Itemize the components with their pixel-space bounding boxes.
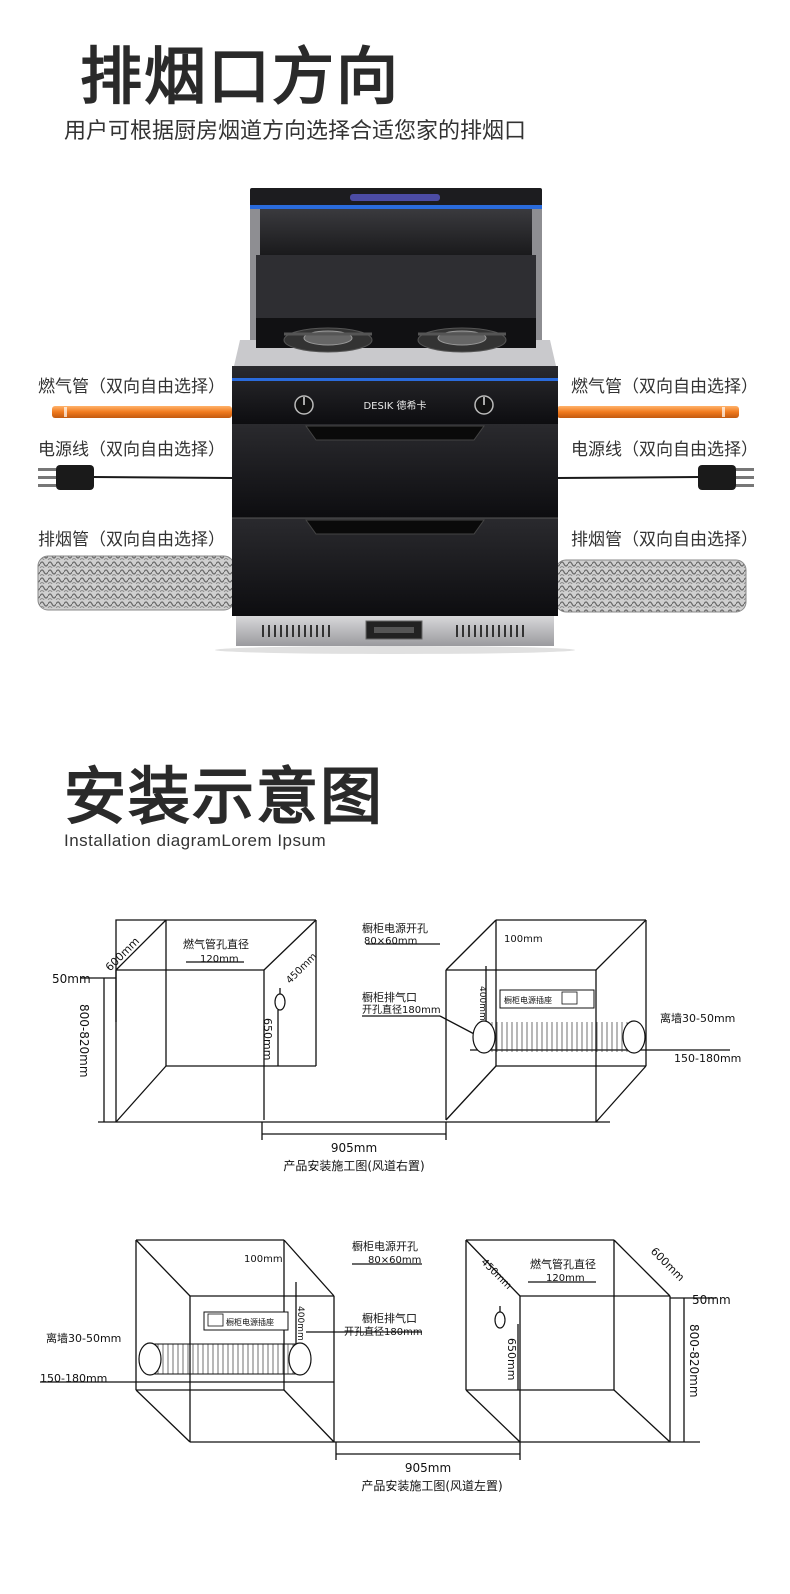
installation-diagram-right: 橱柜电源插座 600mm 50mm 800-820mm 燃气管孔直径 120mm… [52, 919, 741, 1173]
exhaust-height-label: 150-180mm [674, 1052, 741, 1065]
right-exhaust-duct [555, 559, 747, 613]
left-power-cord-label: 电源线（双向自由选择） [38, 440, 225, 460]
section1-title: 排烟口方向 [80, 40, 401, 113]
top-gap-label: 50mm [692, 1293, 731, 1307]
height-label: 800-820mm [77, 1004, 91, 1078]
right-gas-pipe [557, 406, 739, 418]
right-power-cord-label: 电源线（双向自由选择） [571, 440, 758, 460]
gas-hole-size: 120mm [200, 954, 239, 965]
left-exhaust-pipe-label: 排烟管（双向自由选择） [38, 530, 225, 550]
section1-subtitle: 用户可根据厨房烟道方向选择合适您家的排烟口 [64, 119, 527, 144]
gas-hole-label: 燃气管孔直径 [530, 1257, 596, 1271]
left-power-plug [38, 465, 233, 490]
gas-height-label: 650mm [505, 1338, 518, 1380]
power-offset-label: 100mm [504, 934, 543, 945]
power-hole-size: 80×60mm [364, 936, 417, 947]
power-hole-label: 橱柜电源开孔 [352, 1239, 418, 1253]
diagram1-caption: 产品安装施工图(风道右置) [283, 1158, 424, 1173]
left-burner [283, 327, 373, 353]
gas-hole-marker [494, 1311, 506, 1329]
left-gas-pipe [52, 406, 232, 418]
gas-hole-label: 燃气管孔直径 [183, 937, 249, 951]
diagram2-caption: 产品安装施工图(风道左置) [361, 1478, 502, 1493]
height-label: 800-820mm [687, 1324, 701, 1398]
gas-offset-label: 450mm [478, 1257, 513, 1292]
power-hole-label: 橱柜电源开孔 [362, 921, 428, 935]
exhaust-duct-drawing [138, 1342, 312, 1376]
depth-label: 600mm [103, 935, 142, 974]
section2-subtitle: Installation diagramLorem Ipsum [64, 831, 327, 850]
right-power-plug [556, 465, 754, 490]
top-gap-label: 50mm [52, 972, 91, 986]
socket-box: 橱柜电源插座 [499, 989, 595, 1009]
exhaust-duct-drawing [472, 1020, 646, 1054]
socket-height-label: 400mm [295, 1306, 305, 1341]
width-label: 905mm [405, 1461, 451, 1475]
gas-height-label: 650mm [261, 1018, 274, 1060]
width-label: 905mm [331, 1141, 377, 1155]
brand-logo: DESIK 德希卡 [363, 399, 426, 412]
gas-hole-size: 120mm [546, 1273, 585, 1284]
section2-title: 安装示意图 [64, 760, 385, 833]
exhaust-height-label: 150-180mm [40, 1372, 107, 1385]
socket-label: 橱柜电源插座 [504, 995, 552, 1005]
socket-height-label: 400mm [477, 986, 487, 1021]
exhaust-size-label: 开孔直径180mm [344, 1325, 423, 1338]
exhaust-hole-label: 橱柜排气口 [362, 990, 417, 1004]
left-exhaust-duct [37, 555, 235, 611]
right-gas-pipe-label: 燃气管（双向自由选择） [571, 377, 758, 397]
integrated-stove-appliance: DESIK 德希卡 [215, 188, 575, 654]
product-illustration: DESIK 德希卡 [37, 188, 754, 654]
socket-box: 橱柜电源插座 [203, 1311, 289, 1331]
socket-label: 橱柜电源插座 [226, 1317, 274, 1327]
gas-offset-label: 450mm [284, 951, 319, 986]
right-burner [417, 327, 507, 353]
gas-hole-marker [274, 993, 286, 1011]
exhaust-size-label: 开孔直径180mm [362, 1003, 441, 1016]
left-gas-pipe-label: 燃气管（双向自由选择） [38, 377, 225, 397]
power-hole-size: 80×60mm [368, 1255, 421, 1266]
wall-gap-label: 离墙30-50mm [660, 1011, 735, 1025]
wall-gap-label: 离墙30-50mm [46, 1331, 121, 1345]
installation-diagram-left: 橱柜电源插座 100mm 橱柜电源开孔 80×60mm 400mm 橱柜排气口 … [40, 1239, 731, 1493]
power-offset-label: 100mm [244, 1254, 283, 1265]
exhaust-hole-label: 橱柜排气口 [362, 1311, 417, 1325]
depth-label: 600mm [648, 1245, 687, 1284]
right-exhaust-pipe-label: 排烟管（双向自由选择） [571, 530, 758, 550]
